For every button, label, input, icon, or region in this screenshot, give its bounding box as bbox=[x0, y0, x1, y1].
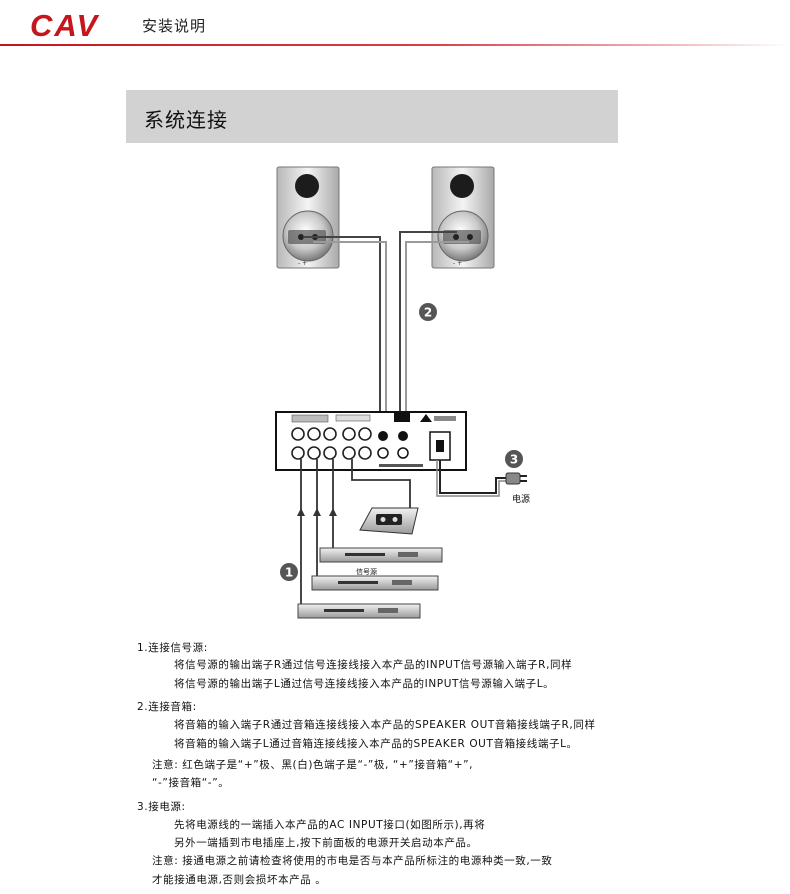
step-2-number: 2 bbox=[424, 306, 432, 320]
step-3-marker: 3 bbox=[505, 450, 523, 468]
step-2-text-1: 将音箱的输入端子R通过音箱连接线接入本产品的SPEAKER OUT音箱接线端子R… bbox=[174, 719, 596, 731]
step-3-text-2: 另外一端插到市电插座上,按下前面板的电源开关启动本产品。 bbox=[174, 837, 478, 849]
power-cable bbox=[436, 460, 508, 497]
step-3-title: 3.接电源: bbox=[137, 801, 186, 813]
step-2-marker: 2 bbox=[419, 303, 437, 321]
step-2-title: 2.连接音箱: bbox=[137, 701, 197, 713]
speaker-out-terminals bbox=[377, 431, 423, 467]
amplifier-rear-panel bbox=[275, 411, 467, 471]
step-1-title: 1.连接信号源: bbox=[137, 642, 208, 654]
right-speaker: - + bbox=[431, 166, 495, 269]
step-1-marker: 1 bbox=[280, 563, 298, 581]
left-speaker: - + bbox=[276, 166, 340, 269]
speaker-terminal-label: - + bbox=[298, 260, 307, 267]
cav-logo: CAV bbox=[30, 10, 99, 40]
step-2-note-1: 注意: 红色端子是“+”极、黑(白)色端子是“-”极, “+”接音箱“+”, bbox=[152, 759, 474, 771]
power-label: 电源 bbox=[512, 493, 530, 505]
cassette-deck-icon bbox=[359, 507, 419, 535]
step-1-text-1: 将信号源的输出端子R通过信号连接线接入本产品的INPUT信号源输入端子R,同样 bbox=[174, 659, 573, 671]
step-3-note-2: 才能接通电源,否则会损坏本产品 。 bbox=[152, 874, 327, 886]
connection-diagram: - + - + 2 bbox=[275, 166, 530, 619]
source-player-2 bbox=[311, 575, 439, 591]
signal-source-label: 信号源 bbox=[356, 567, 377, 576]
power-plug-icon bbox=[505, 472, 527, 485]
brand-text: CAV bbox=[30, 10, 99, 40]
ac-input-socket bbox=[429, 431, 451, 461]
tweeter-icon bbox=[450, 174, 474, 198]
step-1-number: 1 bbox=[285, 566, 293, 580]
step-3-text-1: 先将电源线的一端插入本产品的AC INPUT接口(如图所示),再将 bbox=[174, 819, 486, 831]
step-3-note-1: 注意: 接通电源之前请检查将使用的市电是否与本产品所标注的电源种类一致,一致 bbox=[152, 855, 553, 867]
tweeter-icon bbox=[295, 174, 319, 198]
step-3-number: 3 bbox=[510, 453, 518, 467]
source-player-3 bbox=[297, 603, 421, 619]
signal-cables bbox=[300, 459, 411, 608]
section-banner: 系统连接 bbox=[126, 90, 618, 143]
speaker-terminal-label: - + bbox=[453, 260, 462, 267]
step-1-text-2: 将信号源的输出端子L通过信号连接线接入本产品的INPUT信号源输入端子L。 bbox=[174, 678, 555, 690]
speaker-cables bbox=[303, 231, 469, 418]
source-player-1 bbox=[319, 547, 443, 563]
step-2-text-2: 将音箱的输入端子L通过音箱连接线接入本产品的SPEAKER OUT音箱接线端子L… bbox=[174, 738, 578, 750]
header-divider bbox=[0, 44, 790, 46]
arrow-icons bbox=[297, 508, 337, 516]
rca-input-jacks bbox=[291, 427, 372, 460]
header-title: 安装说明 bbox=[142, 17, 207, 35]
section-title: 系统连接 bbox=[144, 108, 228, 132]
step-2-note-2: “-”接音箱“-”。 bbox=[152, 777, 230, 789]
